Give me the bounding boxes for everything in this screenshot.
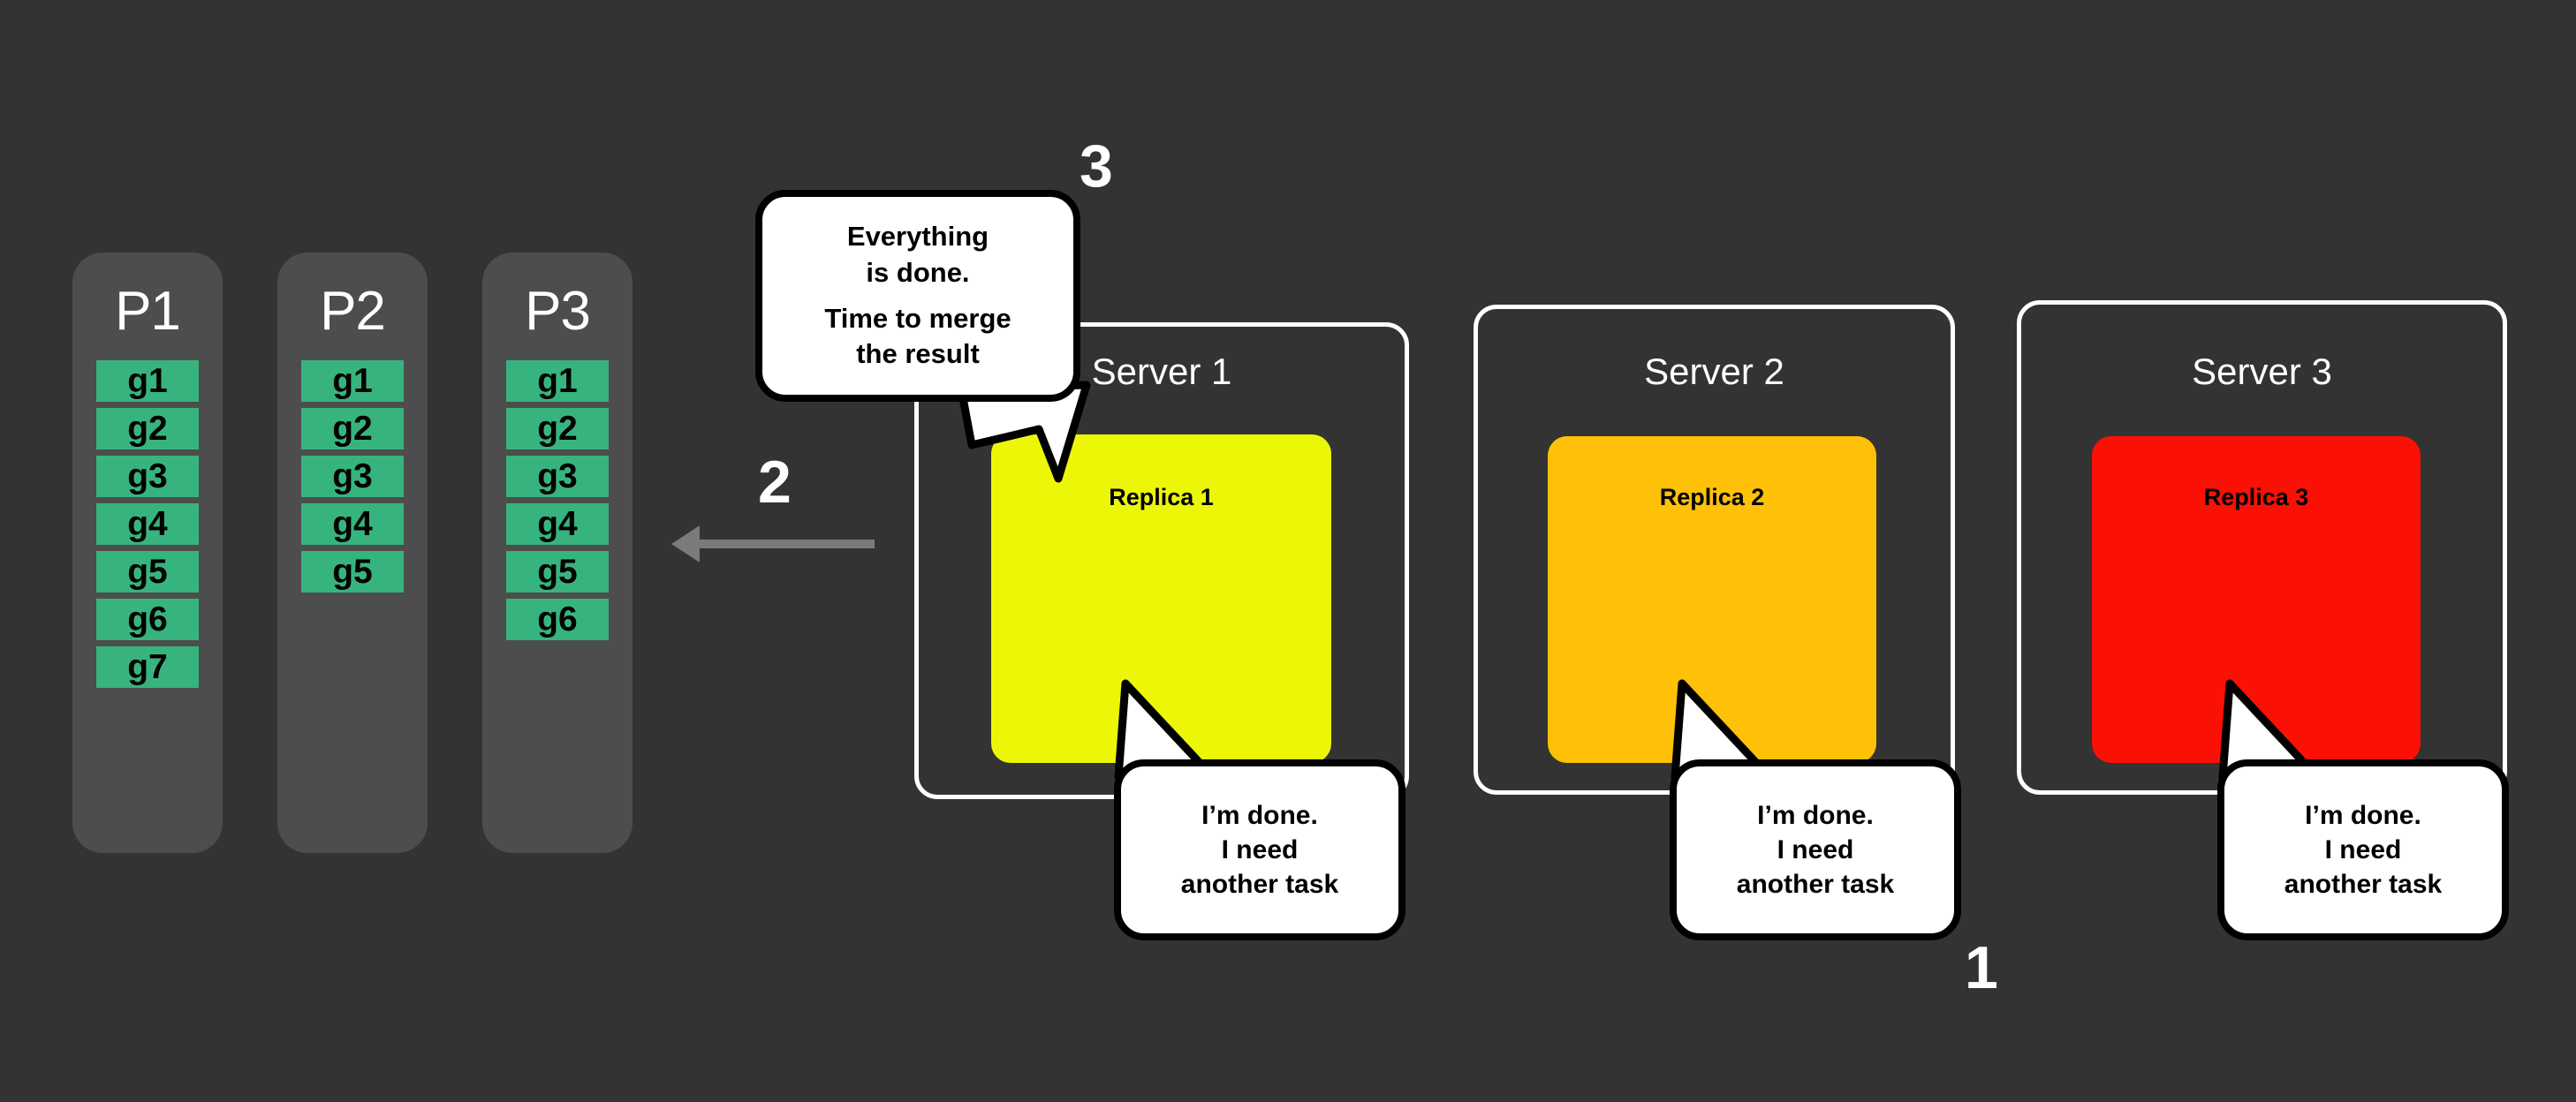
server-2-title: Server 2 bbox=[1644, 351, 1784, 392]
chip-g4[interactable]: g4 bbox=[506, 503, 609, 545]
chip-g2[interactable]: g2 bbox=[506, 408, 609, 449]
replica-3-label: Replica 3 bbox=[2203, 484, 2309, 510]
chip-g3[interactable]: g3 bbox=[301, 456, 404, 497]
arrow-shaft bbox=[698, 540, 875, 548]
partition-p1-chip-stack: g1 g2 g3 g4 g5 g6 g7 bbox=[72, 360, 223, 688]
partition-p2-title: P2 bbox=[320, 281, 386, 342]
done-bubble-2-line-1: I’m done. bbox=[1757, 801, 1874, 830]
done-bubble-3-line-1: I’m done. bbox=[2305, 801, 2421, 830]
done-bubble-1-line-2: I need bbox=[1221, 835, 1299, 864]
partition-p3[interactable]: P3 g1 g2 g3 g4 g5 g6 bbox=[482, 253, 633, 853]
replica-1-label: Replica 1 bbox=[1109, 484, 1214, 510]
chip-g7[interactable]: g7 bbox=[96, 646, 199, 688]
partition-p2-chip-stack: g1 g2 g3 g4 g5 bbox=[277, 360, 428, 593]
chip-g6[interactable]: g6 bbox=[506, 599, 609, 640]
chip-g5[interactable]: g5 bbox=[96, 551, 199, 593]
partition-p3-title: P3 bbox=[525, 281, 591, 342]
step-number-3: 3 bbox=[1080, 132, 1113, 200]
done-bubble-3-line-3: another task bbox=[2284, 870, 2443, 899]
arrow-head-icon bbox=[671, 525, 700, 562]
done-bubble-2-line-2: I need bbox=[1777, 835, 1854, 864]
merge-bubble-line-1: Everything bbox=[846, 221, 989, 253]
partition-p3-chip-stack: g1 g2 g3 g4 g5 g6 bbox=[482, 360, 633, 640]
chip-g3[interactable]: g3 bbox=[96, 456, 199, 497]
partition-p2[interactable]: P2 g1 g2 g3 g4 g5 bbox=[277, 253, 428, 853]
chip-g1[interactable]: g1 bbox=[301, 360, 404, 402]
chip-g2[interactable]: g2 bbox=[96, 408, 199, 449]
done-bubble-2-line-3: another task bbox=[1736, 870, 1895, 899]
chip-g4[interactable]: g4 bbox=[301, 503, 404, 545]
server-1-title: Server 1 bbox=[1091, 351, 1232, 392]
chip-g6[interactable]: g6 bbox=[96, 599, 199, 640]
chip-g5[interactable]: g5 bbox=[506, 551, 609, 593]
merge-bubble-line-4: the result bbox=[856, 338, 980, 370]
partition-p1-title: P1 bbox=[115, 281, 181, 342]
chip-g1[interactable]: g1 bbox=[506, 360, 609, 402]
done-bubble-3-line-2: I need bbox=[2324, 835, 2402, 864]
chip-g1[interactable]: g1 bbox=[96, 360, 199, 402]
done-bubble-1[interactable]: I’m done. I need another task bbox=[1114, 759, 1405, 940]
done-bubble-3[interactable]: I’m done. I need another task bbox=[2217, 759, 2509, 940]
replica-2-label: Replica 2 bbox=[1659, 484, 1765, 510]
server-3-title: Server 3 bbox=[2192, 351, 2332, 392]
partition-p1[interactable]: P1 g1 g2 g3 g4 g5 g6 g7 bbox=[72, 253, 223, 853]
done-bubble-1-line-1: I’m done. bbox=[1201, 801, 1318, 830]
merge-bubble-line-3: Time to merge bbox=[824, 303, 1011, 334]
chip-g2[interactable]: g2 bbox=[301, 408, 404, 449]
merge-bubble-line-2: is done. bbox=[866, 256, 970, 288]
merge-bubble[interactable]: Everything is done. Time to merge the re… bbox=[755, 190, 1080, 402]
step-number-1: 1 bbox=[1965, 934, 1998, 1001]
merge-arrow bbox=[671, 525, 875, 562]
done-bubble-2[interactable]: I’m done. I need another task bbox=[1670, 759, 1961, 940]
step-number-2: 2 bbox=[758, 449, 792, 516]
done-bubble-1-line-3: another task bbox=[1180, 870, 1339, 899]
chip-g5[interactable]: g5 bbox=[301, 551, 404, 593]
chip-g3[interactable]: g3 bbox=[506, 456, 609, 497]
chip-g4[interactable]: g4 bbox=[96, 503, 199, 545]
